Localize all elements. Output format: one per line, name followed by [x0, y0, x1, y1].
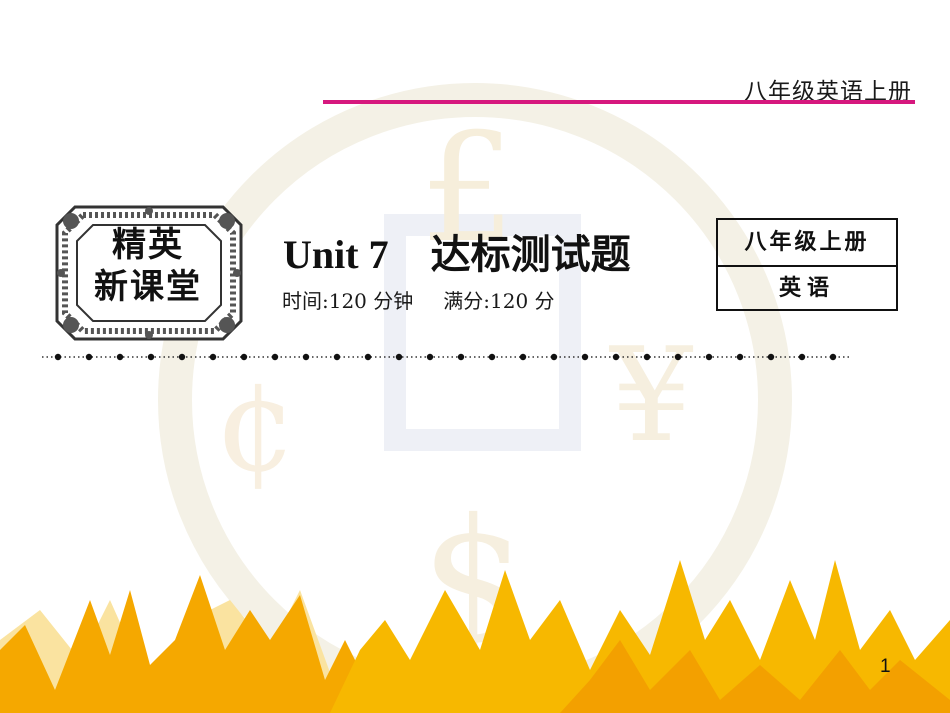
divider-dot	[240, 353, 248, 361]
divider-dot	[271, 353, 279, 361]
divider-dot	[736, 353, 744, 361]
unit-topic: 达标测试题	[430, 232, 631, 278]
header-rule	[323, 100, 915, 104]
divider-dot	[364, 353, 372, 361]
divider-dot	[333, 353, 341, 361]
divider-dot	[178, 353, 186, 361]
divider-dot	[612, 353, 620, 361]
divider-dot	[116, 353, 124, 361]
divider-dot	[674, 353, 682, 361]
dotted-divider	[42, 353, 850, 361]
divider-dot	[395, 353, 403, 361]
divider-dot	[519, 353, 527, 361]
page-number: 1	[880, 656, 891, 677]
divider-dot	[457, 353, 465, 361]
mountain-silhouettes	[0, 560, 950, 713]
divider-dot	[209, 353, 217, 361]
badge-title: 精英 新课堂	[78, 224, 218, 308]
divider-dot	[302, 353, 310, 361]
exam-meta: 时间:120 分钟 满分:120 分	[282, 285, 555, 314]
grade-box: 八年级上册 英语	[716, 218, 898, 311]
divider-dot	[798, 353, 806, 361]
badge-line-2: 新课堂	[94, 267, 202, 307]
subject-label: 英语	[778, 276, 835, 301]
exam-score: 满分:120 分	[443, 289, 555, 313]
divider-dot	[705, 353, 713, 361]
badge-line-1: 精英	[112, 225, 184, 265]
unit-number: Unit 7	[283, 232, 389, 277]
divider-dot	[550, 353, 558, 361]
unit-title: Unit 7 达标测试题	[283, 222, 631, 280]
grade-label: 八年级上册	[718, 220, 896, 267]
divider-dot	[581, 353, 589, 361]
svg-text:¢: ¢	[215, 349, 298, 501]
svg-text:¥: ¥	[608, 319, 694, 471]
exam-time: 时间:120 分钟	[282, 289, 414, 313]
ornamental-frame-icon	[55, 205, 243, 341]
divider-dot	[147, 353, 155, 361]
divider-dot	[54, 353, 62, 361]
divider-dot	[829, 353, 837, 361]
divider-dot	[767, 353, 775, 361]
svg-text:£: £	[420, 102, 515, 276]
divider-dot	[488, 353, 496, 361]
divider-dot	[426, 353, 434, 361]
divider-dot	[85, 353, 93, 361]
divider-dot	[643, 353, 651, 361]
